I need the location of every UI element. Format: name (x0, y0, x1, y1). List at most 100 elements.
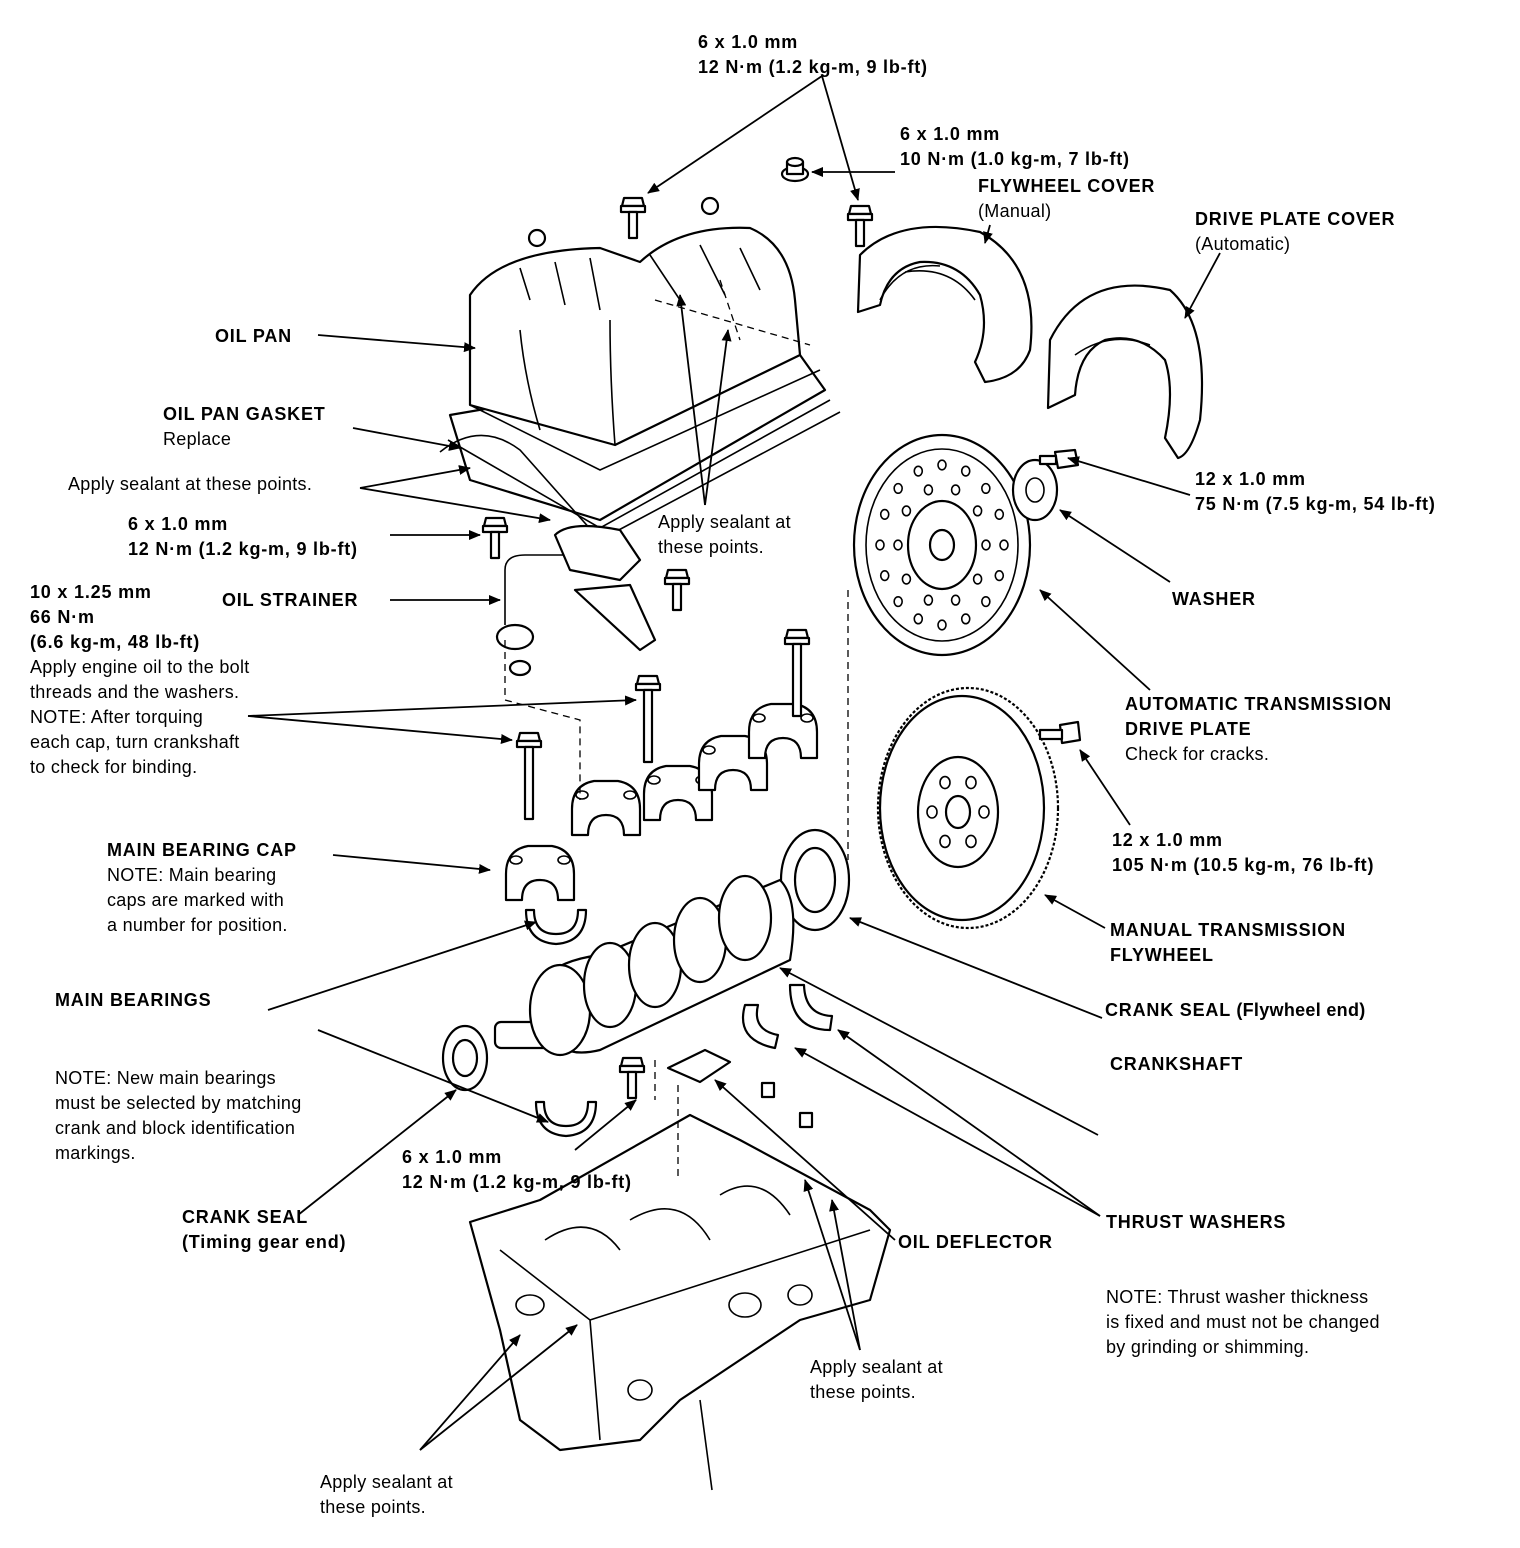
bolt-hole (913, 613, 924, 625)
bolt-hole (950, 594, 961, 606)
at-drive-plate-title-2: DRIVE PLATE (1125, 719, 1252, 739)
bolt-strainer-torque: 12 N·m (1.2 kg-m, 9 lb-ft) (128, 539, 358, 559)
sealant-block-right-line1: Apply sealant at (810, 1357, 943, 1377)
label-bearings-note: NOTE: New main bearings must be selected… (55, 1066, 302, 1166)
label-thrust-washers: THRUST WASHERS (1106, 1210, 1286, 1235)
bolt-hole (981, 539, 991, 551)
at-drive-plate-note: Check for cracks. (1125, 744, 1270, 764)
bolt-hole (926, 805, 938, 819)
bolt-hole (994, 508, 1005, 520)
oil-deflector-title: OIL DEFLECTOR (898, 1232, 1053, 1252)
bolt-hole (893, 482, 903, 495)
bolt-hole (937, 459, 947, 471)
label-bolt-deflector: 6 x 1.0 mm 12 N·m (1.2 kg-m, 9 lb-ft) (402, 1145, 632, 1195)
label-drive-plate-bolt: 12 x 1.0 mm 75 N·m (7.5 kg-m, 54 lb-ft) (1195, 467, 1436, 517)
flywheel-cover-title: FLYWHEEL COVER (978, 176, 1156, 196)
flywheel-holes (926, 775, 990, 849)
sealant-block-right-line2: these points. (810, 1382, 916, 1402)
leader-lines (247, 75, 1221, 1451)
thrust-note-2: is fixed and must not be changed (1106, 1312, 1380, 1332)
bolt-strainer (481, 516, 509, 560)
main-bearings-title: MAIN BEARINGS (55, 990, 212, 1010)
label-thrust-note: NOTE: Thrust washer thickness is fixed a… (1106, 1285, 1380, 1360)
oil-strainer-part (495, 524, 657, 677)
oil-deflector-part (666, 1048, 732, 1084)
bolt-hole (981, 482, 991, 495)
bolt-hole (972, 573, 983, 585)
main-bearing-caps (504, 702, 819, 902)
bolt-hole (875, 539, 885, 551)
cap-bolt-instruction-1: Apply engine oil to the bolt (30, 657, 250, 677)
bolt-hole (960, 465, 971, 477)
automatic-drive-plate (852, 433, 1032, 657)
label-sealant-pan-left: Apply sealant at these points. (68, 472, 312, 497)
bolt-top-torque: 12 N·m (1.2 kg-m, 9 lb-ft) (698, 57, 928, 77)
label-oil-pan-gasket: OIL PAN GASKET Replace (163, 402, 326, 452)
washer-part (1011, 458, 1059, 522)
crankshaft-title: CRANKSHAFT (1110, 1054, 1243, 1074)
label-main-bearing-cap: MAIN BEARING CAP NOTE: Main bearing caps… (107, 838, 297, 938)
bolt-hole (937, 619, 947, 631)
cap-bolt-torque: 66 N·m (30, 607, 95, 627)
bolt-hole (978, 805, 990, 819)
label-oil-deflector: OIL DEFLECTOR (898, 1230, 1053, 1255)
cap-bolt-torque-alt: (6.6 kg-m, 48 lb-ft) (30, 632, 201, 652)
label-flywheel-bolt: 12 x 1.0 mm 105 N·m (10.5 kg-m, 76 lb-ft… (1112, 828, 1374, 878)
cap-bolt-note-1: NOTE: After torquing (30, 707, 204, 727)
bolt-hole (939, 775, 951, 790)
bolt-hole (960, 613, 971, 625)
flywheel-bolt-torque: 105 N·m (10.5 kg-m, 76 lb-ft) (1112, 855, 1375, 875)
bolt-hole (893, 539, 903, 551)
thrust-washers-title: THRUST WASHERS (1106, 1212, 1287, 1232)
drive-plate-bolt-size: 12 x 1.0 mm (1195, 469, 1306, 489)
nut-top (780, 156, 810, 183)
crank-seal-flywheel-note: (Flywheel end) (1236, 1000, 1366, 1020)
drive-plate-cover-title: DRIVE PLATE COVER (1195, 209, 1396, 229)
bolt-hole (913, 465, 924, 477)
manual-flywheel (876, 686, 1060, 930)
crankshaft-part (493, 874, 795, 1057)
label-bolt-strainer: 6 x 1.0 mm 12 N·m (1.2 kg-m, 9 lb-ft) (128, 512, 358, 562)
bolt-deflector-torque: 12 N·m (1.2 kg-m, 9 lb-ft) (402, 1172, 632, 1192)
nut-top-torque: 10 N·m (1.0 kg-m, 7 lb-ft) (900, 149, 1130, 169)
bearings-note-2: must be selected by matching (55, 1093, 302, 1113)
oil-pan-gasket-title: OIL PAN GASKET (163, 404, 326, 424)
engine-block (468, 1113, 892, 1491)
main-bearing-cap-note-2: caps are marked with (107, 890, 285, 910)
label-sealant-block-left: Apply sealant at these points. (320, 1470, 453, 1520)
crank-seal-flywheel-title: CRANK SEAL (1105, 1000, 1232, 1020)
bearings-note-1: NOTE: New main bearings (55, 1068, 276, 1088)
main-bearing-cap-note-1: NOTE: Main bearing (107, 865, 277, 885)
at-drive-plate-title-1: AUTOMATIC TRANSMISSION (1125, 694, 1392, 714)
bolt-hole (994, 570, 1005, 582)
cap-bolt-note-2: each cap, turn crankshaft (30, 732, 240, 752)
mt-flywheel-title-2: FLYWHEEL (1110, 945, 1214, 965)
bolt-hole (923, 594, 934, 606)
label-drive-plate-cover: DRIVE PLATE COVER (Automatic) (1195, 207, 1395, 257)
label-oil-strainer: OIL STRAINER (222, 588, 358, 613)
bearings-note-3: crank and block identification (55, 1118, 296, 1138)
bolt-hole (972, 505, 983, 517)
sealant-block-left-line2: these points. (320, 1497, 426, 1517)
label-crank-seal-flywheel: CRANK SEAL (Flywheel end) (1105, 998, 1366, 1023)
sealant-pan-left-text: Apply sealant at these points. (68, 474, 313, 494)
drive-plate-cover-note: (Automatic) (1195, 234, 1291, 254)
cap-bolt-instruction-2: threads and the washers. (30, 682, 240, 702)
drive-plate-cover (1046, 284, 1204, 460)
washer-title: WASHER (1172, 589, 1256, 609)
cap-bolt-size: 10 x 1.25 mm (30, 582, 152, 602)
bolt-strainer-2 (663, 568, 691, 612)
bolt-top-size: 6 x 1.0 mm (698, 32, 799, 52)
main-bearing-cap-note-3: a number for position. (107, 915, 288, 935)
bolt-deflector (618, 1056, 646, 1100)
label-crank-seal-timing: CRANK SEAL (Timing gear end) (182, 1205, 346, 1255)
oil-pan-title: OIL PAN (215, 326, 292, 346)
bolt-hole (901, 573, 912, 585)
cap-bolt-note-3: to check for binding. (30, 757, 198, 777)
sealant-block-left-line1: Apply sealant at (320, 1472, 453, 1492)
oil-strainer-title: OIL STRAINER (222, 590, 359, 610)
nut-top-size: 6 x 1.0 mm (900, 124, 1001, 144)
label-sealant-pan-right: Apply sealant at these points. (658, 510, 791, 560)
bolt-hole (999, 539, 1009, 551)
